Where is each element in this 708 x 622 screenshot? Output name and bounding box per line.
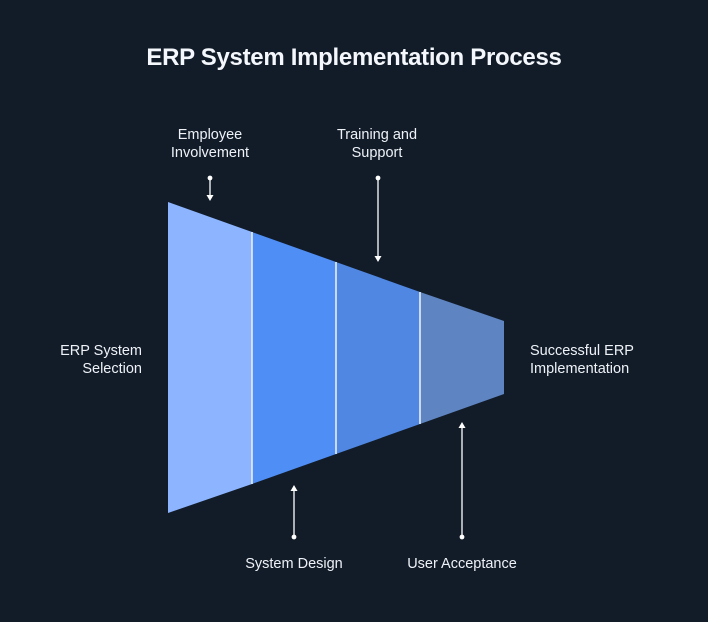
- funnel-segment-user-acceptance: [420, 292, 504, 424]
- segment-dividers: [251, 232, 421, 484]
- label-training-and-support: Training and Support: [297, 126, 457, 162]
- diagram-title: ERP System Implementation Process: [146, 44, 562, 71]
- label-line: Involvement: [170, 145, 250, 161]
- label-line: Selection: [82, 361, 142, 377]
- label-line: Employee: [177, 127, 243, 143]
- funnel-segment-system-design: [252, 232, 336, 484]
- callout-arrow-system-design: [290, 485, 298, 540]
- funnel-segments: [168, 202, 504, 513]
- label-system-design: System Design: [214, 555, 374, 573]
- label-end-successful-erp-implementation: Successful ERP Implementation: [530, 342, 634, 378]
- label-line: Successful ERP: [530, 343, 634, 359]
- label-user-acceptance: User Acceptance: [382, 555, 542, 573]
- label-line: System Design: [245, 556, 343, 572]
- label-line: Support: [351, 145, 403, 161]
- label-line: ERP System: [60, 343, 142, 359]
- funnel-segment-employee-involvement: [168, 202, 252, 513]
- callout-arrows: [206, 175, 466, 540]
- label-line: User Acceptance: [407, 556, 517, 572]
- funnel-segment-training-and-support: [336, 262, 420, 454]
- label-employee-involvement: Employee Involvement: [130, 126, 290, 162]
- callout-arrow-user-acceptance: [458, 422, 466, 540]
- callout-arrow-employee-involvement: [206, 175, 214, 201]
- label-line: Implementation: [530, 361, 630, 377]
- label-start-erp-system-selection: ERP System Selection: [60, 342, 142, 378]
- label-line: Training and: [336, 127, 418, 143]
- callout-arrow-training-and-support: [374, 175, 382, 262]
